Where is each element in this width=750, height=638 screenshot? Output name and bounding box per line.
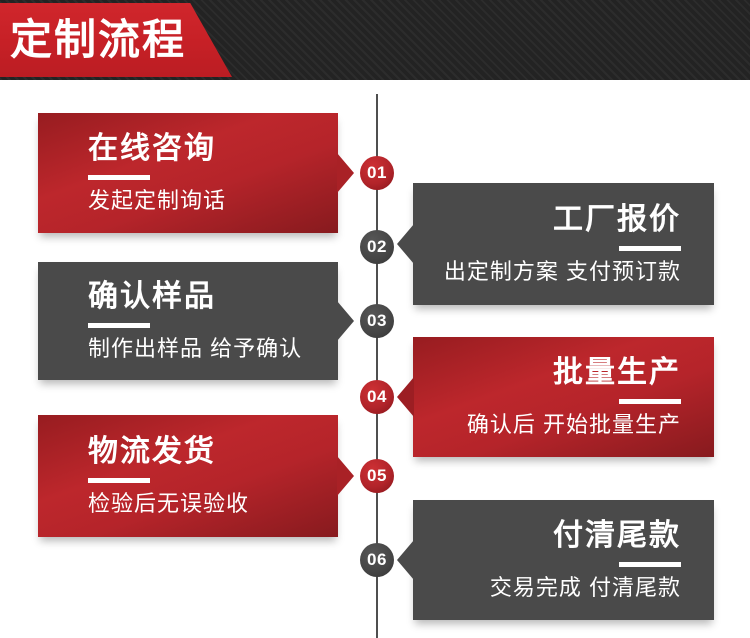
step-badge-04: 04 — [360, 380, 394, 414]
title-underline — [619, 245, 681, 251]
step-badge-03: 03 — [360, 304, 394, 338]
arrow-left-icon — [397, 377, 414, 417]
step-title: 物流发货 — [88, 435, 216, 469]
timeline-line — [376, 94, 378, 638]
header-banner: 定制流程 — [0, 0, 750, 80]
arrow-left-icon — [397, 540, 414, 580]
step-card-factory-quote: 工厂报价 出定制方案 支付预订款 — [397, 183, 714, 305]
step-badge-02: 02 — [360, 230, 394, 264]
step-card-logistics-shipping: 物流发货 检验后无误验收 — [38, 415, 354, 537]
step-card-final-payment: 付清尾款 交易完成 付清尾款 — [397, 500, 714, 620]
arrow-left-icon — [397, 224, 414, 264]
step-title: 付清尾款 — [553, 519, 681, 553]
step-title: 批量生产 — [553, 356, 681, 390]
arrow-right-icon — [337, 456, 354, 496]
step-title: 在线咨询 — [88, 132, 216, 166]
title-underline — [619, 561, 681, 567]
step-title: 工厂报价 — [553, 203, 681, 237]
header-ribbon: 定制流程 — [0, 3, 232, 77]
step-badge-06: 06 — [360, 543, 394, 577]
arrow-right-icon — [337, 301, 354, 341]
title-underline — [88, 322, 150, 328]
step-title: 确认样品 — [88, 280, 216, 314]
step-card-online-inquiry: 在线咨询 发起定制询话 — [38, 113, 354, 233]
title-underline — [619, 398, 681, 404]
step-card-confirm-sample: 确认样品 制作出样品 给予确认 — [38, 262, 354, 380]
step-subtitle: 确认后 开始批量生产 — [466, 411, 681, 437]
step-subtitle: 制作出样品 给予确认 — [88, 335, 303, 361]
step-card-mass-production: 批量生产 确认后 开始批量生产 — [397, 337, 714, 457]
step-subtitle: 交易完成 付清尾款 — [489, 574, 681, 600]
title-underline — [88, 477, 150, 483]
step-badge-01: 01 — [360, 156, 394, 190]
title-underline — [88, 174, 150, 180]
arrow-right-icon — [337, 153, 354, 193]
step-subtitle: 检验后无误验收 — [88, 490, 250, 516]
step-subtitle: 出定制方案 支付预订款 — [443, 258, 681, 284]
page-title: 定制流程 — [10, 16, 187, 63]
step-subtitle: 发起定制询话 — [88, 187, 227, 213]
step-badge-05: 05 — [360, 459, 394, 493]
